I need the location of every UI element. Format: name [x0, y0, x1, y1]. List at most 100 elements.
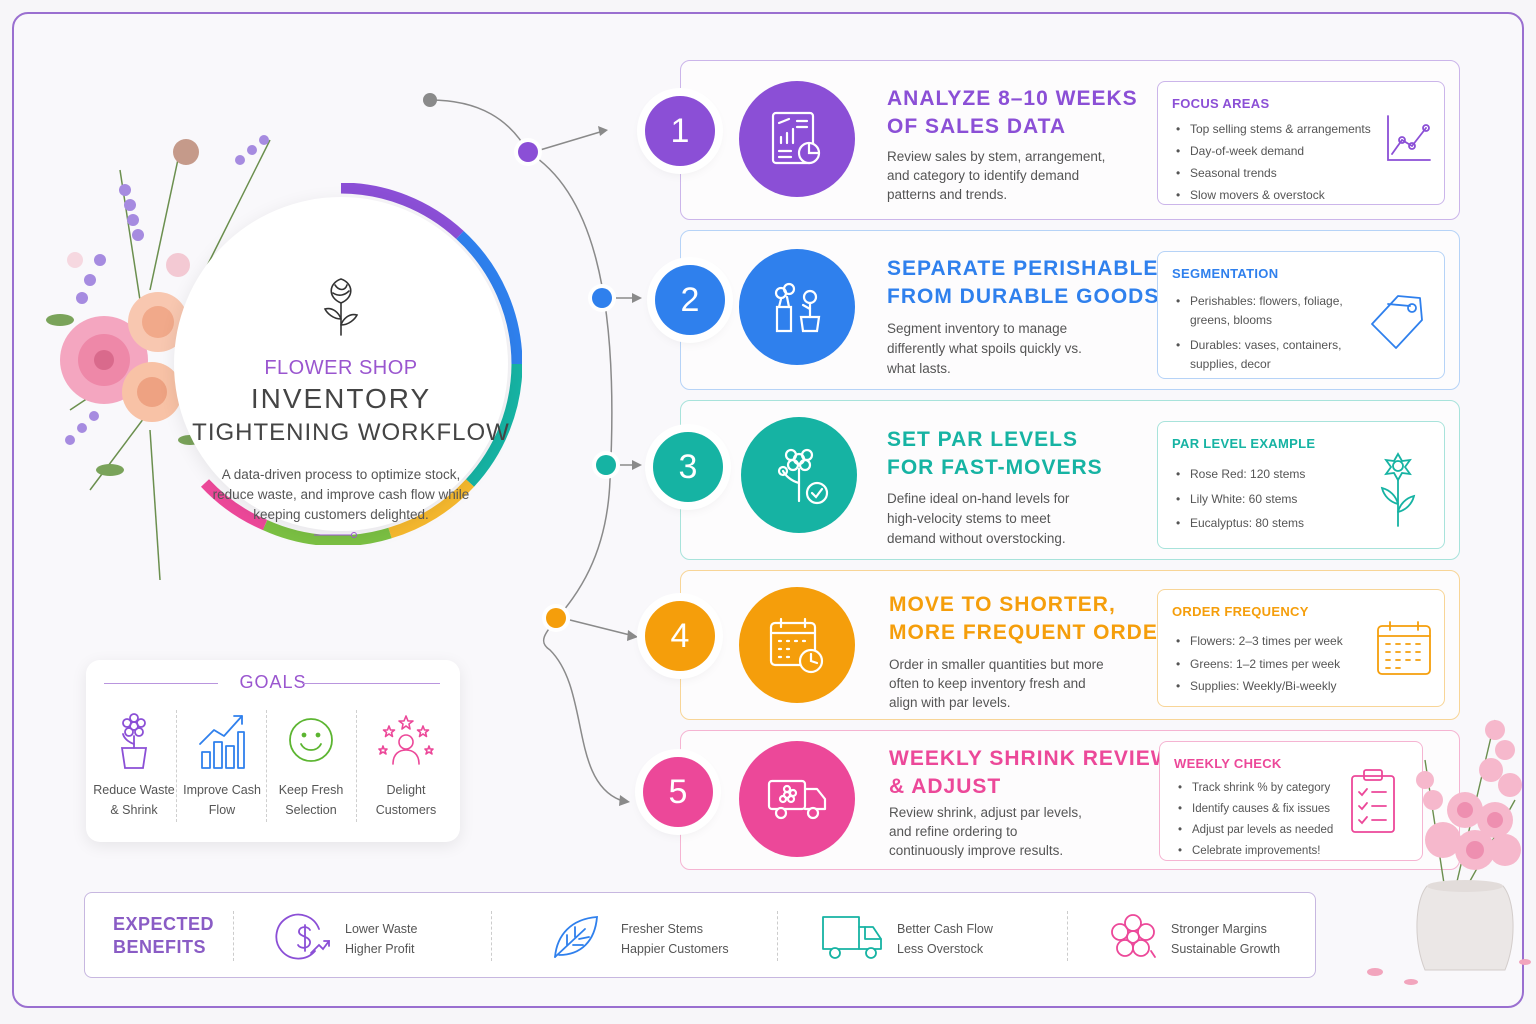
step-1-title-line1: ANALYZE 8–10 WEEKS — [887, 87, 1138, 110]
goal-label-line2: Customers — [375, 803, 437, 817]
goal-divider — [266, 710, 267, 822]
benefits-title: EXPECTED BENEFITS — [113, 913, 214, 959]
step-5-number: 5 — [643, 757, 713, 827]
flower-vase-decoration — [1367, 719, 1531, 985]
step-3-box-title: PAR LEVEL EXAMPLE — [1172, 436, 1316, 451]
list-item: Perishables: flowers, foliage, greens, b… — [1174, 292, 1354, 330]
flower-check-icon — [741, 417, 857, 533]
list-item: Supplies: Weekly/Bi-weekly — [1174, 675, 1343, 698]
benefit-line1: Better Cash Flow — [897, 922, 993, 936]
benefit-line2: Higher Profit — [345, 942, 415, 956]
step-5-card: 5 WEEKLY SHRINK REVIEW & ADJUST Review s… — [643, 730, 1460, 870]
step-5-description: Review shrink, adjust par levels, and re… — [889, 805, 1082, 858]
benefit-line1: Fresher Stems — [621, 922, 703, 936]
hero-title-main: INVENTORY — [250, 383, 432, 414]
step-1-focus-box: FOCUS AREAS Top selling stems & arrangem… — [1157, 81, 1445, 206]
step-4-box-title: ORDER FREQUENCY — [1172, 604, 1309, 619]
step-3-card: 3 SET PAR LEVELS FOR FAST-MOVERS Define … — [653, 400, 1460, 560]
step-2-number: 2 — [655, 265, 725, 335]
flower-stem-icon — [1380, 452, 1416, 527]
list-item: Rose Red: 120 stems — [1174, 462, 1305, 487]
calendar-icon — [1377, 621, 1431, 675]
list-item: Seasonal trends — [1174, 162, 1371, 184]
step-3-par-level-box: PAR LEVEL EXAMPLE Rose Red: 120 stems Li… — [1157, 421, 1445, 549]
step-3-title-line2: FOR FAST-MOVERS — [887, 456, 1103, 479]
goal-label-line2: & Shrink — [110, 803, 158, 817]
goal-label-line2: Selection — [285, 803, 337, 817]
step-3-title: SET PAR LEVELS FOR FAST-MOVERS — [887, 426, 1103, 482]
step-5-weekly-check-box: WEEKLY CHECK Track shrink % by category … — [1159, 741, 1423, 862]
step-2-box-title: SEGMENTATION — [1172, 266, 1279, 281]
delivery-truck-icon — [739, 741, 855, 857]
step-5-title: WEEKLY SHRINK REVIEW & ADJUST — [889, 745, 1172, 801]
list-item: Adjust par levels as needed — [1176, 820, 1333, 841]
list-item: Slow movers & overstock — [1174, 184, 1371, 206]
list-item: Identify causes & fix issues — [1176, 799, 1333, 820]
list-item: Eucalyptus: 80 stems — [1174, 511, 1305, 536]
step-2-title-line1: SEPARATE PERISHABLES — [887, 257, 1174, 280]
benefits-title-line2: BENEFITS — [113, 937, 207, 957]
step-5-title-line1: WEEKLY SHRINK REVIEW — [889, 747, 1172, 770]
list-item: Track shrink % by category — [1176, 778, 1333, 799]
growth-chart-icon — [199, 715, 245, 769]
goal-divider — [356, 710, 357, 822]
goal-label: Reduce Waste & Shrink — [90, 780, 178, 820]
customer-stars-icon — [378, 715, 434, 765]
benefit-divider — [491, 911, 492, 961]
flower-icon — [1111, 914, 1156, 958]
list-item: Top selling stems & arrangements — [1174, 118, 1371, 140]
step-1-card: 1 ANALYZE 8–10 WEEKS OF SALES DATA Revie… — [645, 60, 1460, 220]
step-1-title-line2: OF SALES DATA — [887, 115, 1067, 138]
rose-icon — [323, 278, 359, 336]
list-item: Day-of-week demand — [1174, 140, 1371, 162]
step-3-number: 3 — [653, 432, 723, 502]
hero-color-ring — [200, 183, 522, 545]
goal-label-line1: Delight — [386, 783, 426, 797]
step-1-title: ANALYZE 8–10 WEEKS OF SALES DATA — [887, 85, 1138, 141]
step-1-description: Review sales by stem, arrangement, and c… — [887, 149, 1106, 202]
step-1-box-title: FOCUS AREAS — [1172, 96, 1270, 111]
benefit-line2: Happier Customers — [621, 942, 729, 956]
goal-label-line1: Reduce Waste — [93, 783, 175, 797]
step-4-title-line1: MOVE TO SHORTER, — [889, 593, 1116, 616]
list-item: Durables: vases, containers, supplies, d… — [1174, 336, 1354, 374]
step-4-card: 4 MOVE TO SHORTER, MORE FREQUENT ORDERS … — [645, 570, 1460, 720]
leaf-icon — [554, 916, 598, 958]
step-5-title-line2: & ADJUST — [889, 775, 1002, 798]
step-3-title-line1: SET PAR LEVELS — [887, 428, 1078, 451]
list-item: Flowers: 2–3 times per week — [1174, 630, 1343, 653]
price-tag-icon — [1371, 295, 1423, 349]
sales-report-icon — [739, 81, 855, 197]
list-item: Lily White: 60 stems — [1174, 487, 1305, 512]
truck-icon — [822, 916, 882, 959]
goals-title-line-left — [104, 683, 218, 684]
goal-label-line1: Keep Fresh — [278, 783, 344, 797]
step-2-description: Segment inventory to manage differently … — [887, 321, 1082, 376]
benefit-line1: Stronger Margins — [1171, 922, 1267, 936]
benefit-divider — [777, 911, 778, 961]
step-4-title: MOVE TO SHORTER, MORE FREQUENT ORDERS — [889, 591, 1189, 647]
hero-content: FLOWER SHOP INVENTORY TIGHTENING WORKFLO… — [174, 197, 509, 538]
step-2-box-list: Perishables: flowers, foliage, greens, b… — [1174, 292, 1354, 374]
smiley-icon — [289, 718, 333, 762]
list-item: Greens: 1–2 times per week — [1174, 653, 1343, 676]
step-2-segmentation-box: SEGMENTATION Perishables: flowers, folia… — [1157, 251, 1445, 379]
benefit-divider — [233, 911, 234, 961]
flower-bouquet-decoration — [46, 135, 271, 581]
step-2-title: SEPARATE PERISHABLES FROM DURABLE GOODS — [887, 255, 1173, 311]
benefit-line2: Sustainable Growth — [1171, 942, 1281, 956]
